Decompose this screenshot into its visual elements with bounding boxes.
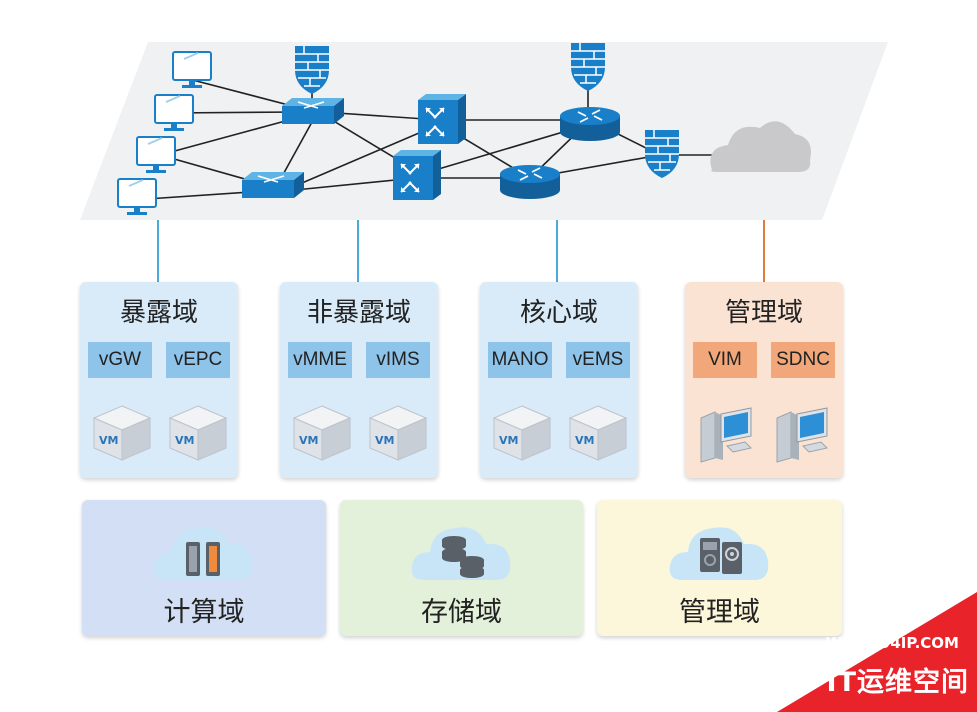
domain-exposed: 暴露域 vGW vEPC VM VM <box>80 282 238 478</box>
pool-title: 管理域 <box>679 597 760 628</box>
domain-title: 核心域 <box>519 298 598 328</box>
workstation-icon <box>700 407 752 463</box>
svg-text:VM: VM <box>499 434 518 447</box>
domain-title: 暴露域 <box>119 298 198 328</box>
watermark: WWW.94IP.COM IT运维空间 <box>777 592 977 712</box>
domain-tag: vGW <box>88 342 152 378</box>
vm-icon: VM <box>168 405 228 461</box>
watermark-url: WWW.94IP.COM <box>825 634 959 652</box>
pool-storage: 存储域 <box>340 500 583 636</box>
domain-tag: VIM <box>693 342 757 378</box>
storage-cloud-icon <box>411 527 510 580</box>
watermark-triangle-icon <box>777 592 977 712</box>
domain-tag: vEPC <box>166 342 230 378</box>
domain-non-exposed: 非暴露域 vMME vIMS VM VM <box>280 282 438 478</box>
domain-tag: vIMS <box>366 342 430 378</box>
server-cloud-icon <box>153 527 253 580</box>
domain-tag: SDNC <box>771 342 835 378</box>
pool-title: 存储域 <box>421 597 502 628</box>
svg-text:VM: VM <box>99 434 118 447</box>
domain-tag: MANO <box>488 342 552 378</box>
vm-icon: VM <box>492 405 552 461</box>
domain-management: 管理域 VIM SDNC <box>685 282 843 478</box>
pool-management: 管理域 <box>597 500 842 636</box>
pool-compute: 计算域 <box>82 500 326 636</box>
svg-text:VM: VM <box>375 434 394 447</box>
domain-tag: vEMS <box>566 342 630 378</box>
domain-tag: vMME <box>288 342 352 378</box>
workstation-icon <box>776 407 828 463</box>
vm-icon: VM <box>92 405 152 461</box>
domain-title: 非暴露域 <box>306 298 411 328</box>
cloud-icon <box>710 121 811 172</box>
watermark-brand: IT运维空间 <box>826 667 969 698</box>
svg-text:VM: VM <box>175 434 194 447</box>
domain-title: 管理域 <box>724 298 803 328</box>
vm-icon: VM <box>568 405 628 461</box>
vm-icon: VM <box>292 405 352 461</box>
svg-text:VM: VM <box>299 434 318 447</box>
domain-core: 核心域 MANO vEMS VM VM <box>480 282 638 478</box>
vm-icon: VM <box>368 405 428 461</box>
svg-text:VM: VM <box>575 434 594 447</box>
management-cloud-icon <box>669 527 768 580</box>
network-topology <box>80 42 888 282</box>
pool-title: 计算域 <box>163 597 245 628</box>
